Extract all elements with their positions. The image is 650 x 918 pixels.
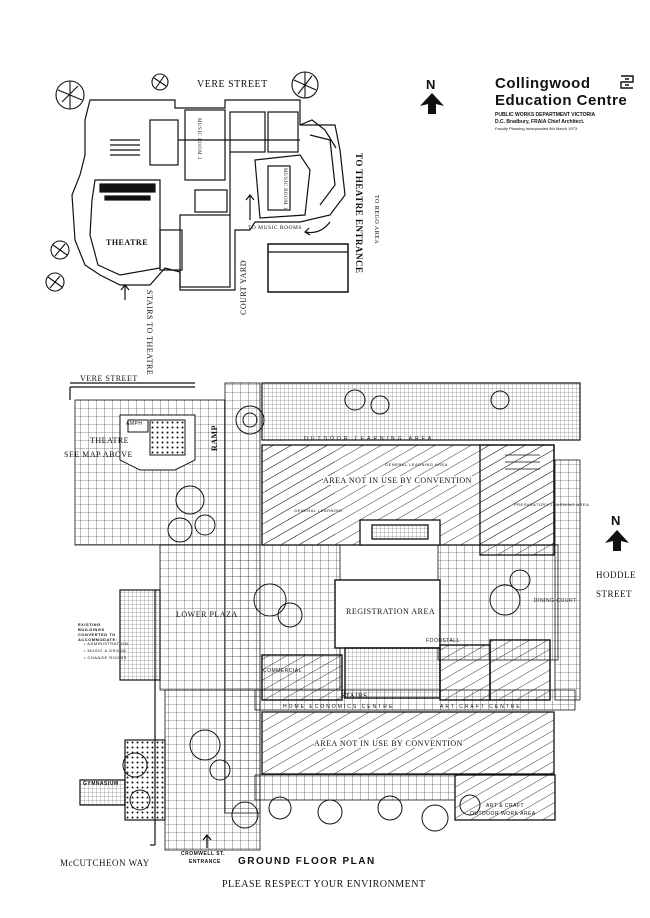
north-label-top: N	[426, 77, 436, 92]
north-arrow-bottom	[605, 530, 629, 551]
see-map-above-label: SEE MAP ABOVE	[64, 450, 133, 459]
registration-block	[261, 579, 551, 701]
theatre-map	[71, 99, 349, 300]
court-yard-label: COURT YARD	[239, 260, 248, 315]
ground-floor-plan-title: GROUND FLOOR PLAN	[238, 856, 376, 867]
cromwell-label-2: ENTRANCE	[189, 859, 221, 865]
art-craft-outdoor-label-2: OUTDOOR WORK AREA	[470, 811, 536, 817]
title-line-1: Collingwood	[495, 75, 591, 92]
existing-item-admin: • ADMINISTRATION	[84, 641, 129, 646]
lower-plaza-label: LOWER PLAZA	[176, 610, 238, 619]
preparatory-label: PREPARATORY LEARNING AREA	[514, 502, 590, 507]
north-arrow-top	[420, 93, 444, 114]
tree-icons-top	[45, 71, 319, 292]
to-music-rooms-label: TO MUSIC ROOMS	[248, 225, 302, 231]
ramp-label: RAMP	[210, 425, 219, 451]
amphitheatre	[119, 414, 196, 471]
entrance-arrow-icon	[202, 833, 212, 848]
foodstall-label: FOODSTALL	[426, 638, 460, 644]
to-rego-area-label: TO REGO AREA	[373, 195, 379, 245]
theatre-label-top: THEATRE	[106, 238, 149, 247]
hoddle-street-label-1: HODDLE	[596, 570, 636, 580]
area-not-in-use-south: AREA NOT IN USE BY CONVENTION	[314, 739, 463, 748]
home-economics-label: HOME ECONOMICS CENTRE	[283, 704, 395, 710]
existing-item-change: • CHANGE ROOMS	[84, 655, 127, 660]
to-theatre-entrance-label: TO THEATRE ENTRANCE	[354, 153, 364, 274]
cromwell-label-1: CROMWELL ST.	[181, 851, 225, 857]
paving-grid	[74, 382, 581, 851]
commercial-label: COMMERCIAL	[263, 668, 302, 674]
cec-logo-icon	[620, 75, 634, 89]
music-room-1-label: MUSIC ROOM 1	[282, 168, 287, 210]
footer-text: PLEASE RESPECT YOUR ENVIRONMENT	[222, 879, 426, 890]
area-not-in-use-north: AREA NOT IN USE BY CONVENTION	[323, 476, 472, 485]
tree-icons-ground	[122, 389, 531, 832]
hoddle-street-label-2: STREET	[596, 589, 632, 599]
architect-line: D.C. Bradbury, FRAIA Chief Architect.	[495, 119, 585, 125]
stairs-label: STAIRS	[341, 692, 368, 700]
general-learning-area-label: GENERAL LEARNING AREA	[385, 462, 448, 467]
vere-street-label-top: VERE STREET	[197, 79, 268, 90]
theatre-label: THEATRE	[90, 436, 130, 445]
amph-label: AMPH	[126, 421, 143, 427]
existing-buildings-label: EXISTING BUILDINGS CONVERTED TO ACCOMMOD…	[78, 622, 118, 642]
outdoor-learning-label: OUTDOOR LEARNING AREA	[304, 436, 435, 442]
art-craft-outdoor-label-1: ART & CRAFT	[486, 803, 525, 809]
dining-court-label: DINING COURT	[534, 598, 577, 604]
gymnasium-label: GYMNASIUM	[83, 781, 119, 787]
date-line: Faculty Planning Incorporated 6th March …	[495, 126, 578, 131]
outdoor-learning-strip	[261, 382, 581, 441]
existing-item-music: • MUSIC & DRAMA	[84, 648, 127, 653]
music-room-2-label: MUSIC ROOM 2	[196, 118, 201, 160]
mccutcheon-way-label: McCUTCHEON WAY	[60, 858, 150, 868]
registration-area-label: REGISTRATION AREA	[346, 607, 436, 616]
stairs-to-theatre-label: STAIRS TO THEATRE	[145, 290, 154, 376]
art-craft-centre-label: ART CRAFT CENTRE	[440, 704, 522, 710]
north-label-bottom: N	[611, 513, 621, 528]
general-learning-label: GENERAL LEARNING	[294, 508, 343, 513]
vere-street-label: VERE STREET	[80, 374, 138, 383]
dept-line: PUBLIC WORKS DEPARTMENT VICTORIA	[495, 112, 596, 118]
title-line-2: Education Centre	[495, 92, 628, 109]
